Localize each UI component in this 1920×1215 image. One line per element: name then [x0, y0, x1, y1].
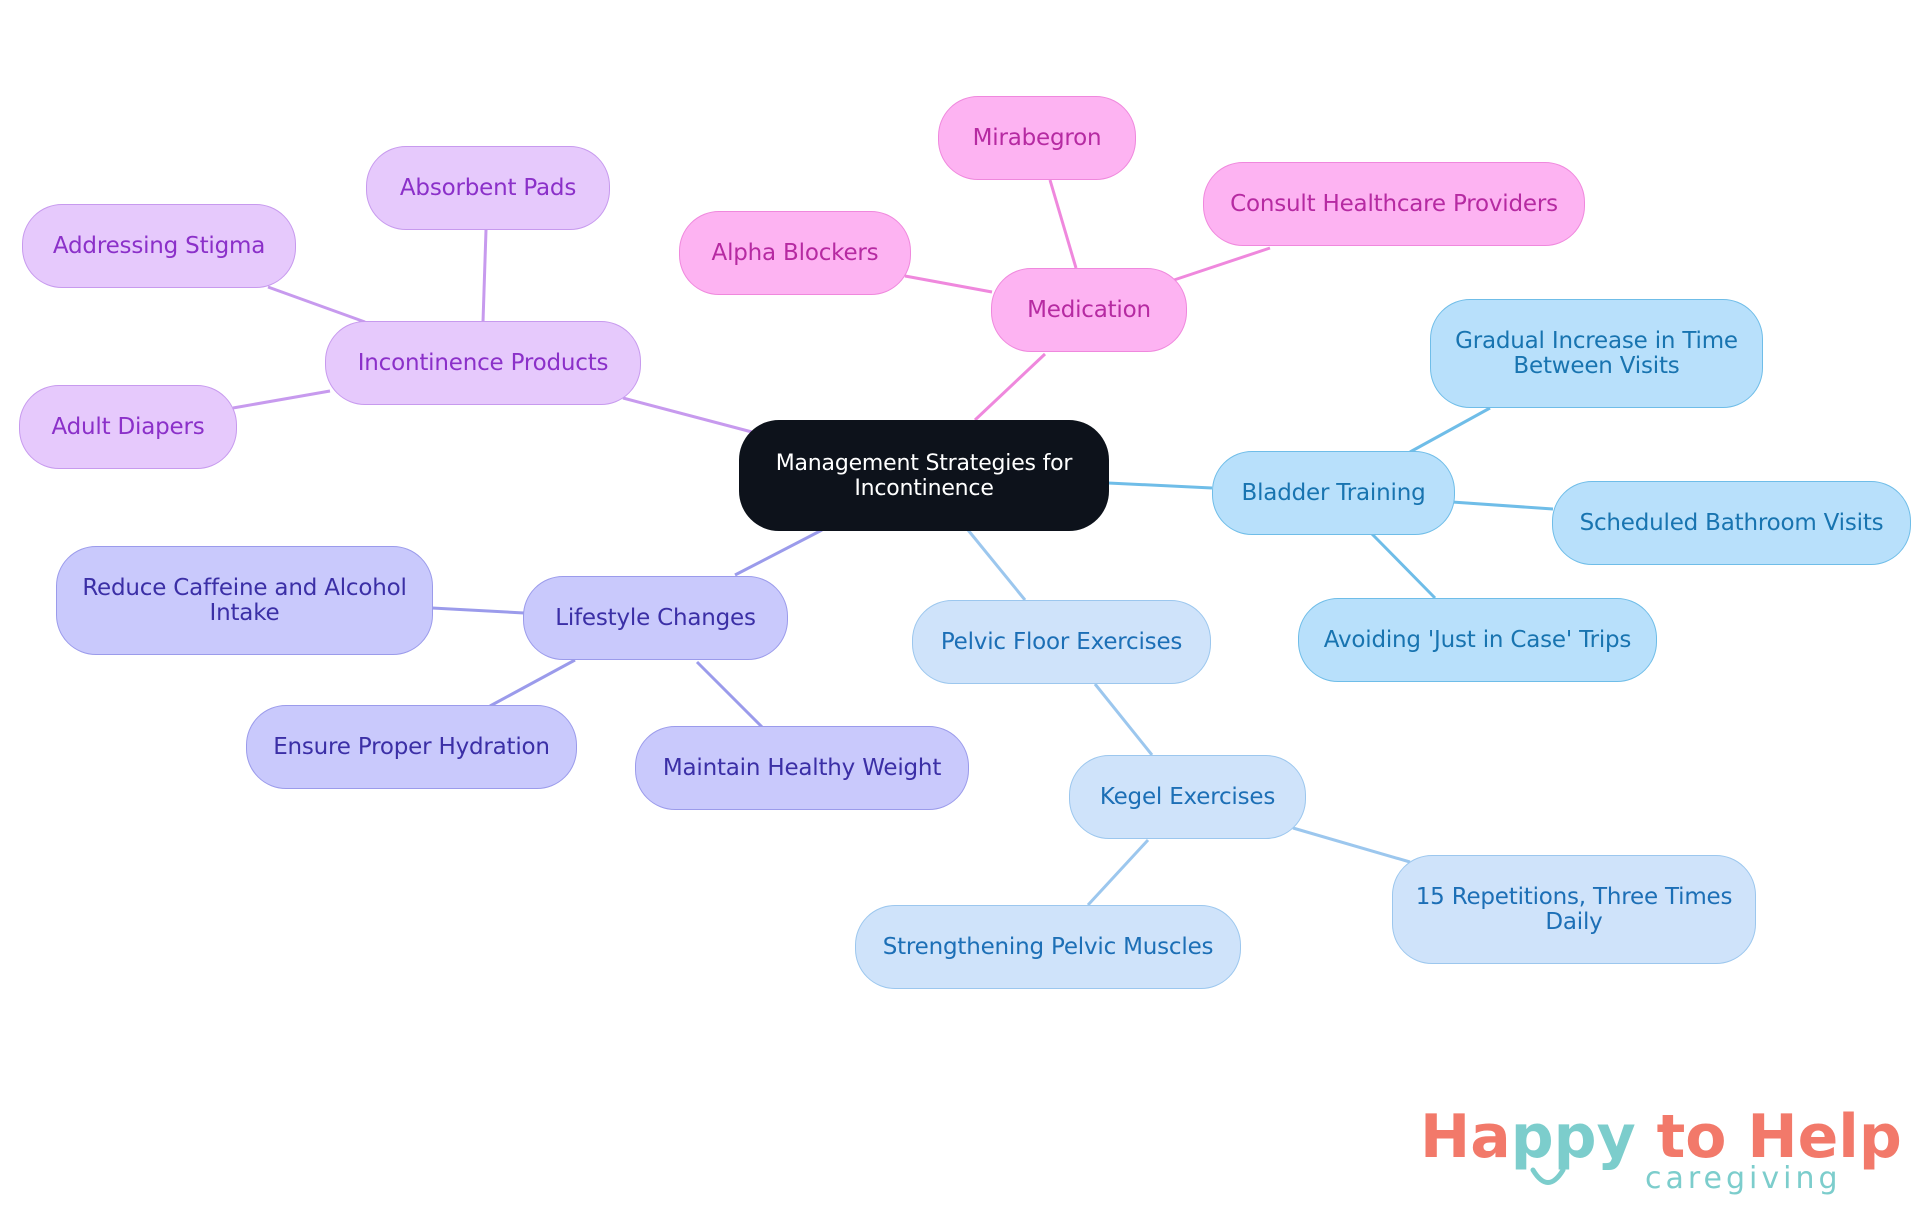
node-reduce-caffeine: Reduce Caffeine and Alcohol Intake: [56, 546, 433, 655]
edge-products-absorbent: [481, 229, 488, 323]
happy-to-help-logo: Happy to Help caregiving: [1420, 1105, 1902, 1205]
logo-title: Happy to Help: [1420, 1102, 1902, 1172]
node-maintain-weight: Maintain Healthy Weight: [635, 726, 969, 810]
edge-medication-alpha: [904, 274, 993, 294]
node-mirabegron: Mirabegron: [938, 96, 1136, 180]
node-adult-diapers: Adult Diapers: [19, 385, 237, 469]
edge-root-bladder: [1107, 481, 1213, 490]
edge-pelvic-kegel: [1093, 683, 1154, 756]
node-avoiding-trips: Avoiding 'Just in Case' Trips: [1298, 598, 1657, 682]
edge-medication-consult: [1173, 246, 1271, 282]
root-label: Management Strategies for Incontinence: [775, 450, 1073, 501]
node-absorbent-pads: Absorbent Pads: [366, 146, 610, 230]
node-ensure-hydration: Ensure Proper Hydration: [246, 705, 577, 789]
edge-root-pelvic: [966, 529, 1027, 601]
root-node: Management Strategies for Incontinence: [739, 420, 1109, 531]
node-kegel-exercises: Kegel Exercises: [1069, 755, 1306, 839]
edge-bladder-avoiding: [1370, 532, 1437, 600]
node-medication: Medication: [991, 268, 1187, 352]
node-addressing-stigma: Addressing Stigma: [22, 204, 296, 288]
logo-title-teal: ppy: [1510, 1102, 1636, 1172]
node-bladder-training: Bladder Training: [1212, 451, 1455, 535]
edge-lifestyle-hydration: [489, 658, 576, 708]
node-gradual-increase: Gradual Increase in Time Between Visits: [1430, 299, 1763, 408]
node-repetitions: 15 Repetitions, Three Times Daily: [1392, 855, 1756, 964]
edge-bladder-scheduled: [1451, 500, 1554, 511]
node-strengthening-pelvic-muscles: Strengthening Pelvic Muscles: [855, 905, 1241, 989]
edge-root-medication: [973, 352, 1047, 422]
node-pelvic-floor-exercises: Pelvic Floor Exercises: [912, 600, 1211, 684]
smile-icon: [1530, 1167, 1566, 1185]
node-scheduled-bathroom-visits: Scheduled Bathroom Visits: [1552, 481, 1911, 565]
edge-lifestyle-reduce: [431, 606, 525, 615]
edge-medication-mirabegron: [1048, 179, 1078, 269]
edge-root-lifestyle: [734, 528, 823, 577]
edge-kegel-strengthening: [1086, 838, 1150, 907]
edge-lifestyle-weight: [695, 660, 764, 729]
logo-subtitle: caregiving: [1645, 1161, 1842, 1196]
edge-products-diapers: [232, 389, 331, 410]
node-consult-healthcare-providers: Consult Healthcare Providers: [1203, 162, 1585, 246]
edge-kegel-repetitions: [1292, 826, 1411, 864]
edge-root-products: [622, 396, 753, 434]
edge-products-stigma: [267, 285, 366, 324]
node-lifestyle-changes: Lifestyle Changes: [523, 576, 788, 660]
node-alpha-blockers: Alpha Blockers: [679, 211, 911, 295]
node-incontinence-products: Incontinence Products: [325, 321, 641, 405]
edge-bladder-gradual: [1409, 406, 1491, 454]
